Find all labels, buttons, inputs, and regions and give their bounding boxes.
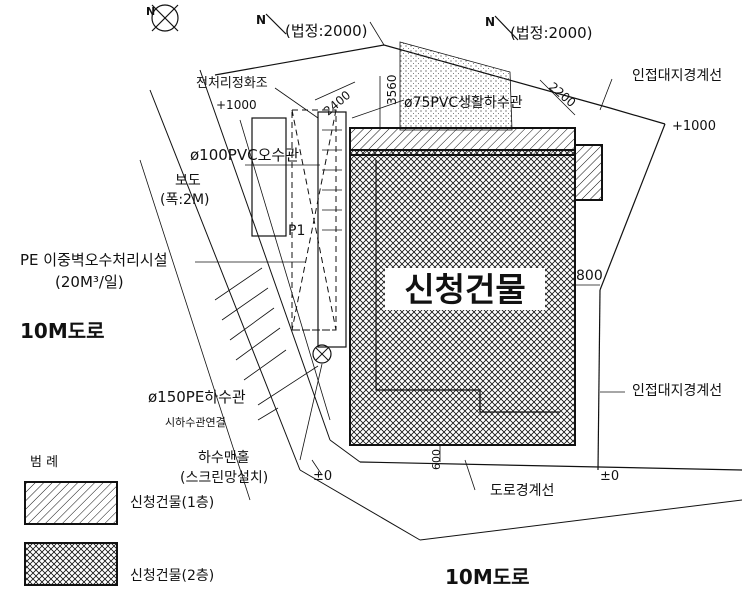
pe-treatment-facility bbox=[291, 109, 337, 331]
road-lines bbox=[139, 69, 742, 541]
dimension-lines bbox=[314, 76, 576, 462]
manhole-label: 하수맨홀 bbox=[198, 450, 250, 466]
north-arrow-left-icon: N bbox=[256, 13, 287, 35]
p1-label: P1 bbox=[288, 223, 305, 239]
pvc100-label: ø100PVC오수관 bbox=[190, 146, 299, 164]
plus1000-left-label: +1000 bbox=[216, 98, 257, 112]
pe-capacity-label: (20M³/일) bbox=[55, 273, 124, 291]
pe150-label: ø150PE하수관 bbox=[148, 388, 246, 406]
building-label: 신청건물 bbox=[404, 270, 525, 309]
dim-2400-label: 2400 bbox=[321, 88, 353, 118]
svg-text:N: N bbox=[485, 15, 495, 29]
building-1f-band bbox=[349, 127, 576, 156]
sewer-link-label: 시하수관연결 bbox=[165, 415, 226, 429]
planting-area bbox=[399, 41, 513, 131]
compass-north-label: N bbox=[146, 5, 155, 18]
pretreat-label: 전처리정화조 bbox=[196, 76, 268, 91]
dim-800-label: 800 bbox=[576, 268, 603, 284]
manhole-sub-label: (스크린망설치) bbox=[180, 470, 268, 486]
building-annex bbox=[574, 144, 603, 201]
manhole-icon bbox=[312, 344, 332, 364]
adj-boundary-mid-label: 인접대지경계선 bbox=[632, 383, 722, 399]
road-bottom-label: 10M도로 bbox=[445, 565, 530, 589]
pretreatment-tank bbox=[317, 111, 347, 348]
sidewalk-area bbox=[251, 117, 287, 237]
building-label-bg bbox=[385, 268, 545, 310]
compass-icon: N bbox=[146, 4, 179, 32]
dim-600-label: 600 bbox=[430, 449, 443, 470]
pvc75-label: ø75PVC생활하수관 bbox=[404, 95, 523, 111]
road-boundary-label: 도로경계선 bbox=[490, 483, 554, 499]
legend-swatch-2f bbox=[24, 542, 118, 586]
legend: 범 례 신청건물(1층) 신청건물(2층) bbox=[24, 455, 214, 586]
road-left-label: 10M도로 bbox=[20, 319, 105, 343]
legal-label-right: (법정:2000) bbox=[510, 24, 593, 42]
zero-left-label: ±0 bbox=[313, 469, 332, 484]
sidewalk-label: 보도 bbox=[175, 173, 201, 189]
legend-swatch-1f bbox=[24, 481, 118, 525]
legend-title: 범 례 bbox=[30, 455, 58, 470]
plus1000-right-label: +1000 bbox=[672, 119, 716, 134]
legend-label-2f: 신청건물(2층) bbox=[130, 568, 214, 584]
svg-text:N: N bbox=[256, 13, 266, 27]
north-arrow-right-icon: N bbox=[485, 15, 519, 41]
zero-right-label: ±0 bbox=[600, 469, 619, 484]
legend-label-1f: 신청건물(1층) bbox=[130, 495, 214, 511]
dim-3560-label: 3560 bbox=[385, 74, 399, 105]
adj-boundary-top-label: 인접대지경계선 bbox=[632, 68, 722, 84]
dim-2200-label: 2200 bbox=[546, 80, 578, 110]
legal-label-left: (법정:2000) bbox=[285, 22, 368, 40]
pe-facility-label: PE 이중벽오수처리시설 bbox=[20, 251, 168, 269]
sidewalk-width-label: (폭:2M) bbox=[160, 192, 210, 208]
leader-lines bbox=[195, 78, 625, 491]
